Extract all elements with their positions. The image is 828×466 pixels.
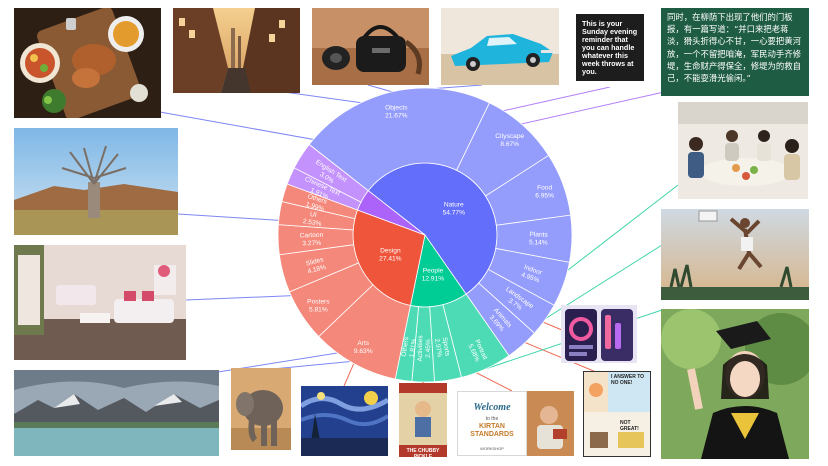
chinese-text-body: 同时，在柳荫下出现了他们的门板报，有一篇写道：“并口来把老蒋淡，猾头折得心不甘，…: [667, 12, 801, 83]
connector-arts-8: [343, 363, 355, 387]
cartoon-thumbnail: I ANSWER TO NO ONE! NOT GREAT!: [583, 371, 651, 457]
connector-objects-2: [367, 84, 393, 93]
outer-label-people-others: Others1.81%: [401, 336, 419, 358]
outer-label-design-slides: Slides4.18%: [305, 256, 327, 275]
slides-photo-thumbnail: [527, 391, 574, 456]
cartoon-speech-bottom: NOT GREAT!: [620, 420, 639, 432]
indoor-thumbnail: [14, 245, 186, 360]
sports-thumbnail: [661, 209, 809, 300]
animals-thumbnail: [231, 368, 291, 450]
outer-wedge-nature-objects: [308, 87, 491, 192]
outer-label-design-ui: UI2.53%: [302, 210, 323, 228]
activities-thumbnail: [678, 102, 808, 199]
english-text-quote: This is your Sunday evening reminder tha…: [582, 19, 638, 76]
chinese-text-thumbnail: 同时，在柳荫下出现了他们的门板报，有一篇写道：“并口来把老蒋淡，猾头折得心不甘，…: [661, 8, 809, 96]
cartoon-speech-top: I ANSWER TO NO ONE!: [611, 374, 645, 386]
ui-thumbnail: [561, 305, 637, 363]
slide-title: KIRTAN STANDARDS: [470, 423, 514, 439]
slide-to-the: to the: [485, 416, 499, 422]
arts-thumbnail: [301, 386, 388, 456]
landscape-thumbnail: [14, 370, 219, 456]
outer-wedge-text-english-text: [293, 143, 369, 203]
english-text-thumbnail: This is your Sunday evening reminder tha…: [571, 8, 650, 87]
objects-car-thumbnail: [441, 8, 559, 85]
outer-label-nature-plants: Plants5.14%: [529, 231, 549, 246]
food-thumbnail: [14, 8, 161, 118]
outer-label-people-activities: Activities2.45%: [417, 335, 432, 362]
outer-label-design-cartoon: Cartoon3.27%: [300, 232, 324, 248]
poster-title: THE CHUBBY PICKLE: [406, 448, 440, 457]
portrait-thumbnail: [661, 309, 809, 459]
plants-thumbnail: [14, 128, 178, 235]
outer-label-people-sports: Sports2.97%: [433, 337, 451, 359]
objects-bag-thumbnail: [312, 8, 429, 85]
posters-thumbnail: THE CHUBBY PICKLE: [399, 383, 447, 457]
sunburst-rings: [277, 87, 573, 383]
slides-thumbnail: Welcome to the KIRTAN STANDARDS WORKSHOP: [457, 391, 527, 456]
outer-wedge-people-others: [394, 305, 419, 382]
slide-welcome: Welcome: [473, 402, 511, 413]
cityscape-thumbnail: [173, 8, 300, 93]
slide-sub: WORKSHOP: [480, 446, 504, 451]
